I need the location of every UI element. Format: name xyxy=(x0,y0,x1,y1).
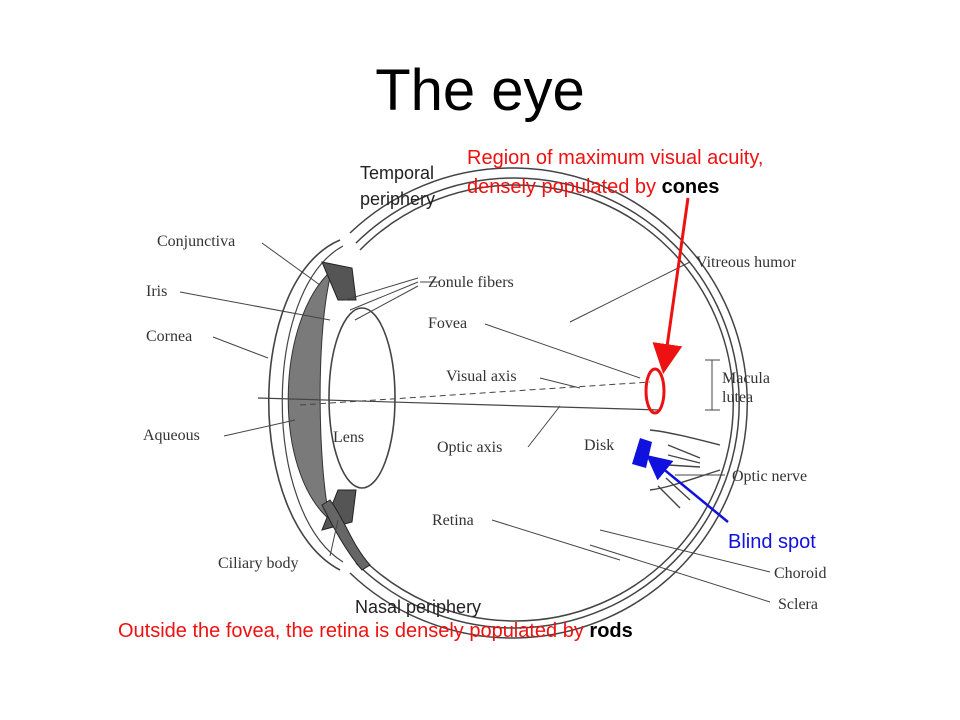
cones-arrow xyxy=(652,197,690,374)
label-optic-axis: Optic axis xyxy=(437,439,502,456)
label-lens: Lens xyxy=(333,429,364,446)
rods-bold: rods xyxy=(589,620,632,642)
label-vitreous-humor: Vitreous humor xyxy=(696,254,797,271)
leader-lines xyxy=(179,242,771,603)
eyeball xyxy=(349,167,748,639)
label-fovea: Fovea xyxy=(428,315,467,332)
retina-outline xyxy=(359,184,735,622)
label-retina: Retina xyxy=(432,512,474,529)
label-visual-axis: Visual axis xyxy=(446,368,517,385)
iris-top xyxy=(321,261,357,301)
label-optic-nerve: Optic nerve xyxy=(732,468,807,485)
cones-bold: cones xyxy=(662,176,720,198)
label-choroid: Choroid xyxy=(774,565,826,582)
cones-annotation-prefix: densely populated by xyxy=(467,176,662,198)
cones-annotation-line2: densely populated by cones xyxy=(467,176,719,198)
blind-spot-marker xyxy=(632,438,652,468)
label-macula-2: lutea xyxy=(722,389,753,406)
label-ciliary-body: Ciliary body xyxy=(218,555,298,572)
label-temporal-1: Temporal xyxy=(360,163,434,183)
lens xyxy=(328,307,396,489)
fovea-marker xyxy=(644,367,666,415)
aqueous-region xyxy=(287,268,333,522)
cornea xyxy=(267,239,341,571)
label-conjunctiva: Conjunctiva xyxy=(157,233,235,250)
sclera-outline xyxy=(349,167,748,639)
label-sclera: Sclera xyxy=(778,596,818,613)
zonule-fibers-lines xyxy=(344,277,419,321)
label-temporal-2: periphery xyxy=(360,189,435,209)
label-zonule-fibers: Zonule fibers xyxy=(428,274,514,291)
optic-nerve xyxy=(649,429,721,509)
blind-spot-annotation: Blind spot xyxy=(728,531,816,553)
blind-spot-arrow xyxy=(646,454,729,523)
label-aqueous: Aqueous xyxy=(143,427,200,444)
rods-annotation: Outside the fovea, the retina is densely… xyxy=(118,620,633,642)
optic-axis-line xyxy=(257,397,661,411)
label-iris: Iris xyxy=(146,283,167,300)
label-macula-1: Macula xyxy=(722,370,770,387)
label-cornea: Cornea xyxy=(146,328,192,345)
visual-axis-line xyxy=(299,381,651,406)
cones-annotation-line1: Region of maximum visual acuity, xyxy=(467,147,763,169)
ciliary-body xyxy=(321,499,371,571)
label-nasal: Nasal periphery xyxy=(355,597,481,617)
choroid-outline xyxy=(355,177,740,629)
page-title: The eye xyxy=(375,58,585,123)
rods-annotation-prefix: Outside the fovea, the retina is densely… xyxy=(118,620,589,642)
cornea-inner xyxy=(281,245,344,563)
label-disk: Disk xyxy=(584,437,614,454)
